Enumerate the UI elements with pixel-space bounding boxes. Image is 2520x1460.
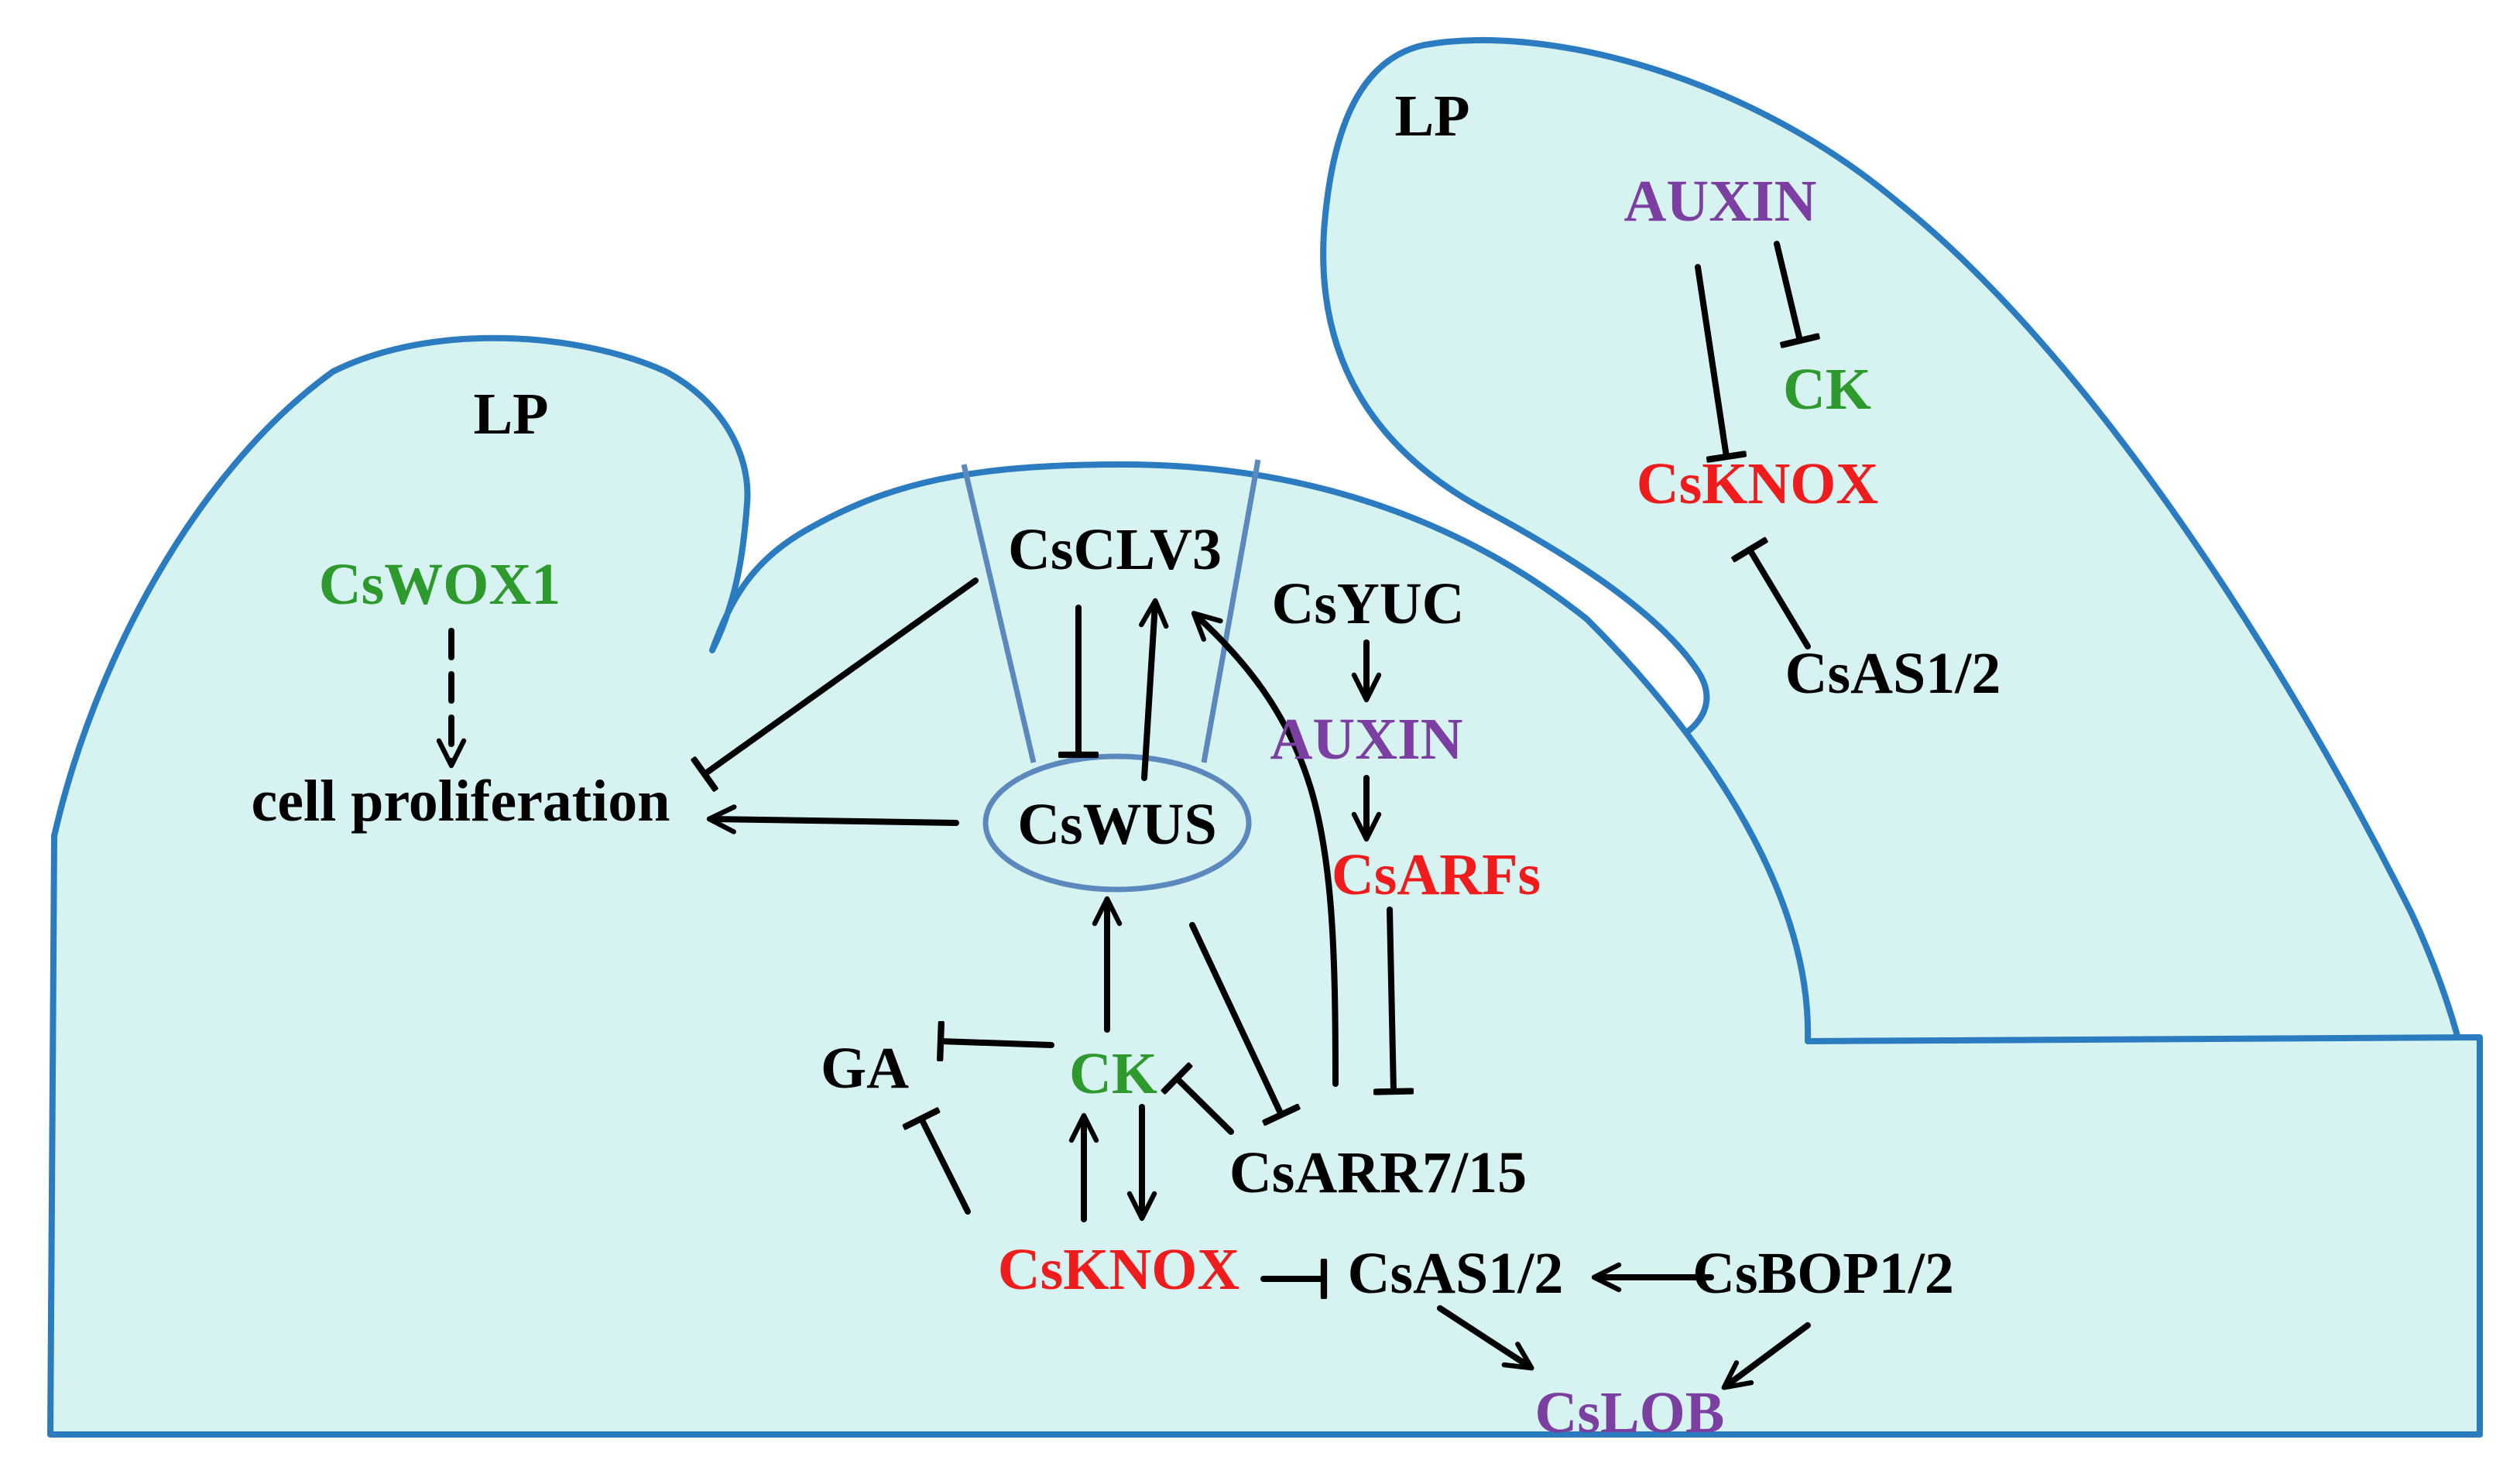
csarr-label: CsARR7/15 [1229,1140,1527,1205]
ck-inhibits-ga [941,1041,1054,1045]
cswus-to-csclv3-arrow [1139,598,1169,781]
csarr-inhibits-ck [1177,1078,1234,1135]
csas-inhibits-csknox-right [1750,550,1811,649]
shoot-apical-meristem [47,334,2483,1438]
cswus-inhibits-csarr [1189,922,1281,1115]
lp-label-left: LP [473,382,548,447]
csas-label-right: CsAS1/2 [1785,641,2001,706]
csknox-inhibits-ga [921,1119,971,1215]
csknox-label-right: CsKNOX [1637,451,1878,516]
organizing-center-outline [982,753,1252,893]
cswox1-label: CsWOX1 [319,552,561,617]
auxin-inhibits-ck-right [1774,241,1800,341]
csarfs-inhibits-csarr [1390,907,1394,1092]
ga-label: GA [821,1036,909,1101]
central-zone-outline [961,459,1261,763]
csarfs-label: CsARFs [1332,842,1541,907]
csas-to-cslob-arrow [1437,1305,1534,1371]
auxin-inhibits-csknox-right [1695,264,1726,457]
node-labels: LP LP CsWOX1 cell proliferation CsCLV3 C… [251,84,2001,1445]
csyuc-label: CsYUC [1271,571,1464,636]
csarr-to-csclv3-arrow [1191,611,1339,1087]
ck-label-center: CK [1069,1041,1157,1106]
csclv3-inhibits-cell-proliferation [705,577,979,774]
cslob-label: CsLOB [1535,1380,1725,1445]
csknox-label-center: CsKNOX [998,1237,1239,1302]
csbop-to-cslob-arrow [1721,1322,1811,1390]
csas-label-center: CsAS1/2 [1348,1241,1564,1306]
cell-proliferation-label: cell proliferation [251,769,670,834]
cswus-to-cell-proliferation-arrow [706,804,959,835]
auxin-label-right: AUXIN [1623,169,1816,234]
ck-label-right: CK [1783,357,1871,422]
csbop-label: CsBOP1/2 [1692,1241,1954,1306]
interaction-edges [436,241,1811,1390]
cswus-label: CsWUS [1017,792,1217,857]
csclv3-label: CsCLV3 [1008,517,1222,582]
auxin-label-center: AUXIN [1270,707,1462,772]
lp-label-right: LP [1394,84,1469,149]
